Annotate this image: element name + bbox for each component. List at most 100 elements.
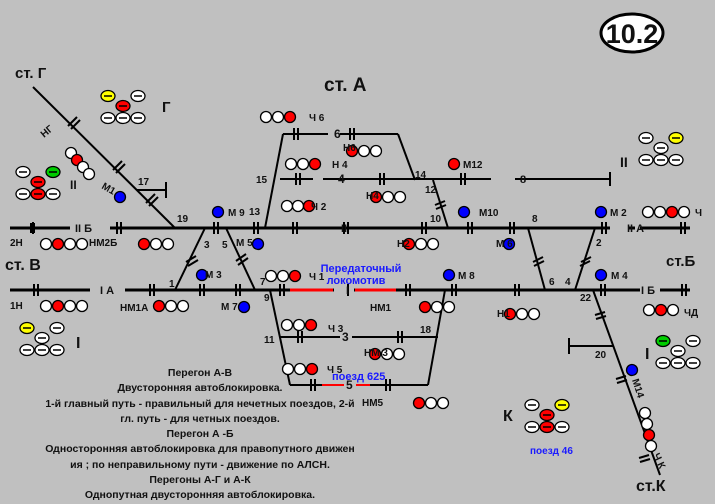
switch-5: 5 bbox=[222, 240, 228, 251]
track-label-i-b: I Б bbox=[641, 285, 655, 297]
signal-lamp bbox=[393, 190, 407, 204]
signal-label-m8: М 8 bbox=[458, 271, 475, 282]
signal-lamp bbox=[63, 299, 77, 313]
signal-lamp bbox=[271, 110, 285, 124]
signal-lamp bbox=[644, 439, 658, 453]
station-g-label: ст. Г bbox=[15, 65, 47, 82]
shunt-signal-blue[interactable] bbox=[625, 363, 639, 377]
shunt-signal-blue[interactable] bbox=[502, 237, 516, 251]
signal-label-nm3: НМ 3 bbox=[364, 348, 388, 359]
direction-panel[interactable] bbox=[19, 321, 65, 357]
signal-lamps[interactable] bbox=[137, 237, 175, 251]
note-line: ия ; по неправильному пути - движение по… bbox=[70, 458, 330, 471]
signal-lamp bbox=[161, 237, 175, 251]
signal-lamps[interactable] bbox=[64, 146, 96, 181]
signal-lamps[interactable] bbox=[402, 237, 440, 251]
shunt-signal-blue[interactable] bbox=[251, 237, 265, 251]
signal-lamps[interactable] bbox=[412, 396, 450, 410]
direction-panel[interactable] bbox=[655, 334, 701, 370]
signal-lamp bbox=[642, 303, 656, 317]
signal-label-ch2: Ч 2 bbox=[311, 202, 327, 213]
signal-lamps[interactable] bbox=[280, 199, 316, 213]
signal-lamps[interactable] bbox=[638, 406, 658, 453]
signal-lamps[interactable] bbox=[280, 318, 318, 332]
signal-label-ch: Ч bbox=[695, 208, 702, 219]
shunt-signal-blue[interactable] bbox=[457, 205, 471, 219]
signal-lamps[interactable] bbox=[642, 303, 680, 317]
signal-lamps[interactable] bbox=[264, 269, 302, 283]
shunt-signal-red[interactable] bbox=[447, 157, 461, 171]
shunt-signal-blue[interactable] bbox=[237, 300, 251, 314]
signals-layer bbox=[39, 110, 691, 453]
signal-lamps[interactable] bbox=[152, 299, 190, 313]
switch-10: 10 bbox=[430, 214, 442, 225]
signal-lamps[interactable] bbox=[39, 299, 89, 313]
note-line: Однопутная двусторонняя автоблокировка. bbox=[84, 489, 316, 502]
shunt-signal-blue[interactable] bbox=[211, 205, 225, 219]
direction-panel[interactable] bbox=[524, 398, 570, 434]
signal-lamp bbox=[515, 307, 529, 321]
signal-lamps[interactable] bbox=[281, 362, 319, 376]
signal-label-ch3: Ч 3 bbox=[328, 324, 344, 335]
signal-lamp bbox=[137, 237, 151, 251]
signal-lamps[interactable] bbox=[641, 205, 691, 219]
signal-label-m9: М 9 bbox=[228, 208, 245, 219]
signal-lamp bbox=[640, 417, 654, 431]
signal-lamp bbox=[280, 199, 294, 213]
shunt-signal-blue[interactable] bbox=[195, 268, 209, 282]
track-layout bbox=[10, 86, 690, 476]
signal-lamp bbox=[264, 269, 278, 283]
station-b-label: ст.Б bbox=[666, 253, 696, 270]
signal-lamp bbox=[412, 396, 426, 410]
track-label-8: 8 bbox=[520, 174, 526, 186]
track-label-3: 3 bbox=[342, 330, 349, 344]
note-line: Двусторонняя автоблокировка. bbox=[117, 382, 283, 395]
shunt-signal-blue[interactable] bbox=[594, 268, 608, 282]
signal-lamp bbox=[293, 362, 307, 376]
signal-label-nm5: НМ5 bbox=[362, 398, 384, 409]
signal-lamp bbox=[259, 110, 273, 124]
note-line: Перегон А-В bbox=[167, 367, 233, 379]
signal-lamp bbox=[281, 362, 295, 376]
badge-text: 10.2 bbox=[606, 19, 659, 49]
signal-label-m10: М10 bbox=[479, 208, 499, 219]
signal-lamps[interactable] bbox=[39, 237, 89, 251]
signal-lamps[interactable] bbox=[284, 157, 322, 171]
station-v-label: ст. В bbox=[5, 257, 41, 274]
signal-lamp bbox=[292, 318, 306, 332]
signal-label-m2: М 2 bbox=[610, 208, 627, 219]
signal-label-nm1a: НМ1А bbox=[120, 303, 148, 314]
station-k-label: ст.К bbox=[636, 478, 666, 495]
signal-lamp bbox=[426, 237, 440, 251]
switch-7: 7 bbox=[260, 277, 266, 288]
shunt-signal-blue[interactable] bbox=[442, 268, 456, 282]
signal-lamps[interactable] bbox=[369, 190, 407, 204]
shunt-signal-blue[interactable] bbox=[113, 190, 127, 204]
panel-label-ii-left: II bbox=[70, 178, 77, 192]
signal-label-n2: Н2 bbox=[397, 239, 410, 250]
signal-lamp bbox=[430, 300, 444, 314]
direction-panel[interactable] bbox=[100, 89, 146, 125]
signal-lamp bbox=[280, 318, 294, 332]
signal-lamp bbox=[296, 157, 310, 171]
direction-panel[interactable] bbox=[15, 165, 61, 201]
signal-label-ch6: Ч 6 bbox=[309, 113, 325, 124]
signal-lamps[interactable] bbox=[259, 110, 297, 124]
shunt-signal-blue[interactable] bbox=[594, 205, 608, 219]
signal-lamps[interactable] bbox=[418, 300, 456, 314]
note-line: Перегоны А-Г и А-К bbox=[149, 474, 251, 487]
signal-label-n4a: Н 4 bbox=[332, 160, 348, 171]
signal-lamp bbox=[39, 299, 53, 313]
direction-panel[interactable] bbox=[638, 131, 684, 167]
signal-lamps[interactable] bbox=[503, 307, 541, 321]
signal-lamp bbox=[642, 428, 656, 442]
signal-label-1n: 1Н bbox=[10, 301, 23, 312]
signal-lamps[interactable] bbox=[345, 144, 383, 158]
signal-label-chd: ЧД bbox=[684, 308, 698, 319]
signal-lamp bbox=[357, 144, 371, 158]
signal-lamp bbox=[288, 269, 302, 283]
signal-lamps[interactable] bbox=[368, 347, 406, 361]
signal-lamp bbox=[638, 406, 652, 420]
signal-lamp bbox=[666, 303, 680, 317]
